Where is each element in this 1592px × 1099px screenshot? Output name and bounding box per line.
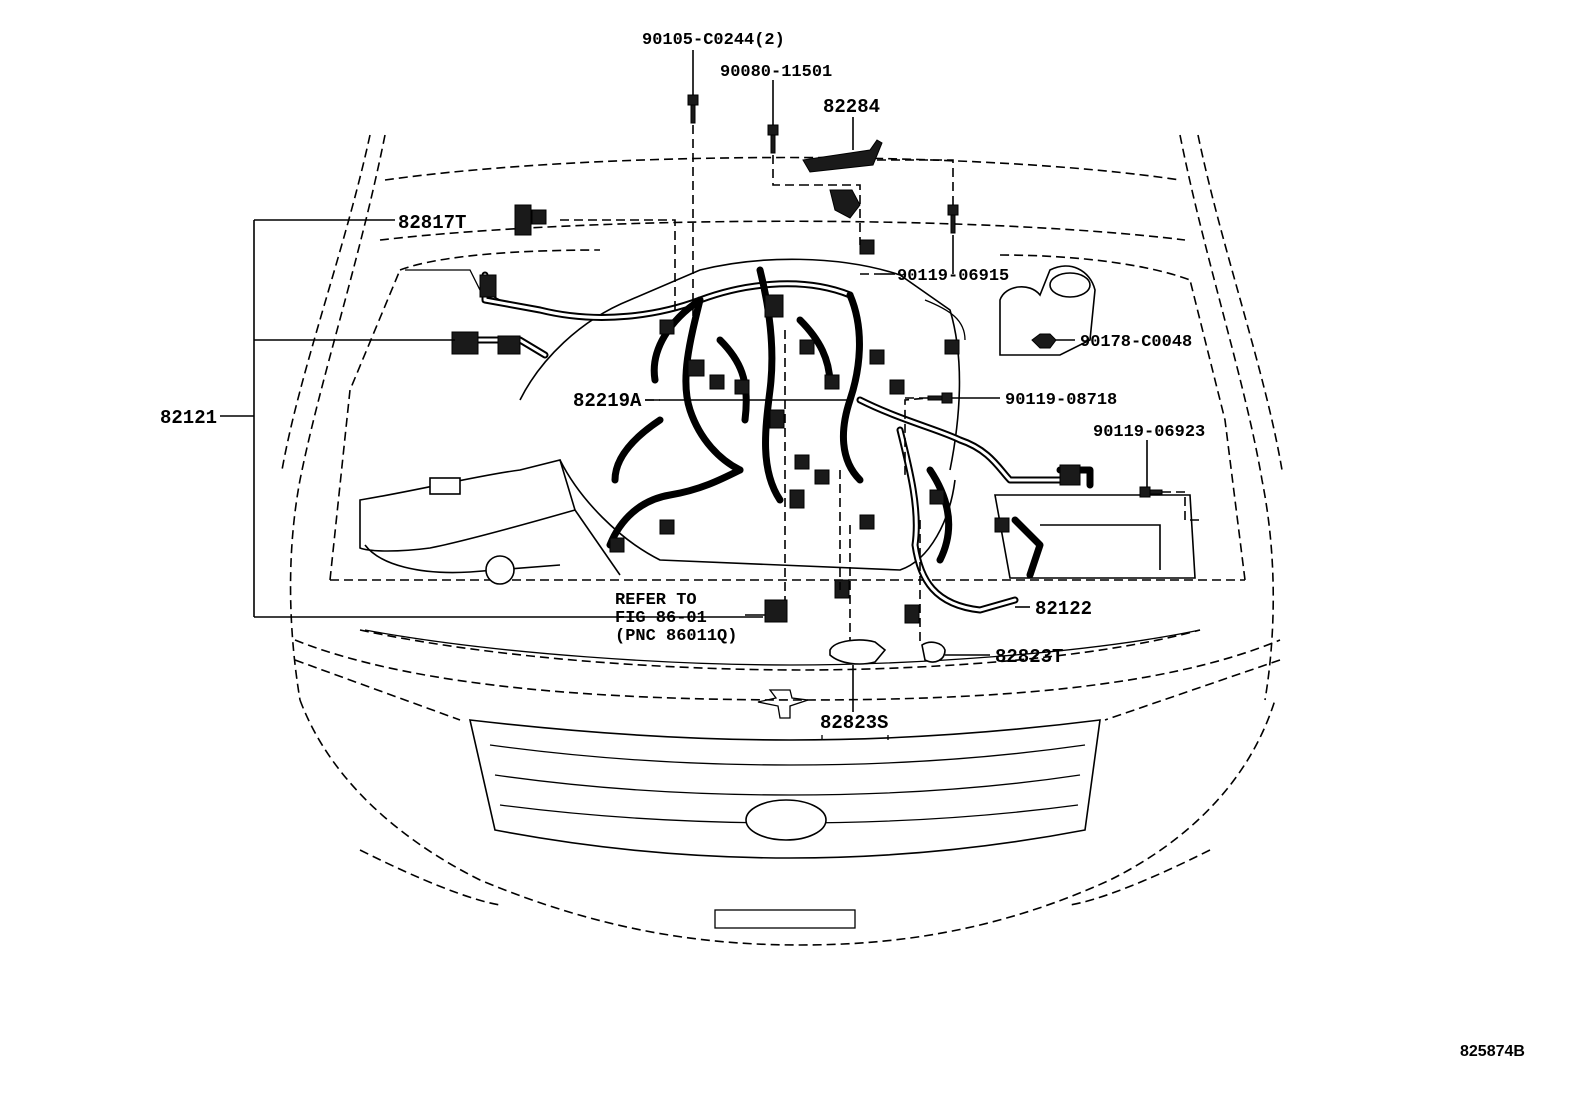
bolt-icon	[927, 392, 953, 404]
label-90178-c0048: 90178-C0048	[1080, 333, 1192, 352]
bolt-icon	[687, 94, 699, 124]
refer-note-line3: (PNC 86011Q)	[615, 627, 737, 646]
bolt-icon	[767, 124, 779, 154]
wiring-harness	[451, 266, 1094, 614]
engine-components	[359, 258, 1196, 585]
refer-note-line2: FIG 86-01	[615, 609, 707, 628]
label-82817t: 82817T	[398, 212, 466, 234]
label-90119-06923: 90119-06923	[1093, 423, 1205, 442]
label-90119-08718: 90119-08718	[1005, 391, 1117, 410]
vehicle-body-outline	[281, 134, 1283, 946]
label-82121: 82121	[160, 407, 217, 429]
label-90080-11501: 90080-11501	[720, 63, 832, 82]
refer-note-line1: REFER TO	[615, 591, 697, 610]
part-labels: 90105-C0244(2) 90080-11501 82284 82817T …	[160, 31, 1525, 1060]
grommet-82823s-icon	[829, 639, 887, 665]
connectors	[451, 94, 1163, 665]
figure-code: 825874B	[1460, 1043, 1525, 1060]
label-82823t: 82823T	[995, 646, 1063, 668]
leader-lines	[220, 50, 1200, 712]
label-82823s: 82823S	[820, 712, 888, 734]
nut-icon	[1031, 333, 1057, 349]
label-82122: 82122	[1035, 598, 1092, 620]
bolt-icon	[947, 204, 959, 234]
label-90105-c0244: 90105-C0244(2)	[642, 31, 785, 50]
label-82284: 82284	[823, 96, 880, 118]
label-90119-06915: 90119-06915	[897, 267, 1009, 286]
grommet-82823t-icon	[921, 641, 946, 663]
label-82219a: 82219A	[573, 390, 642, 412]
